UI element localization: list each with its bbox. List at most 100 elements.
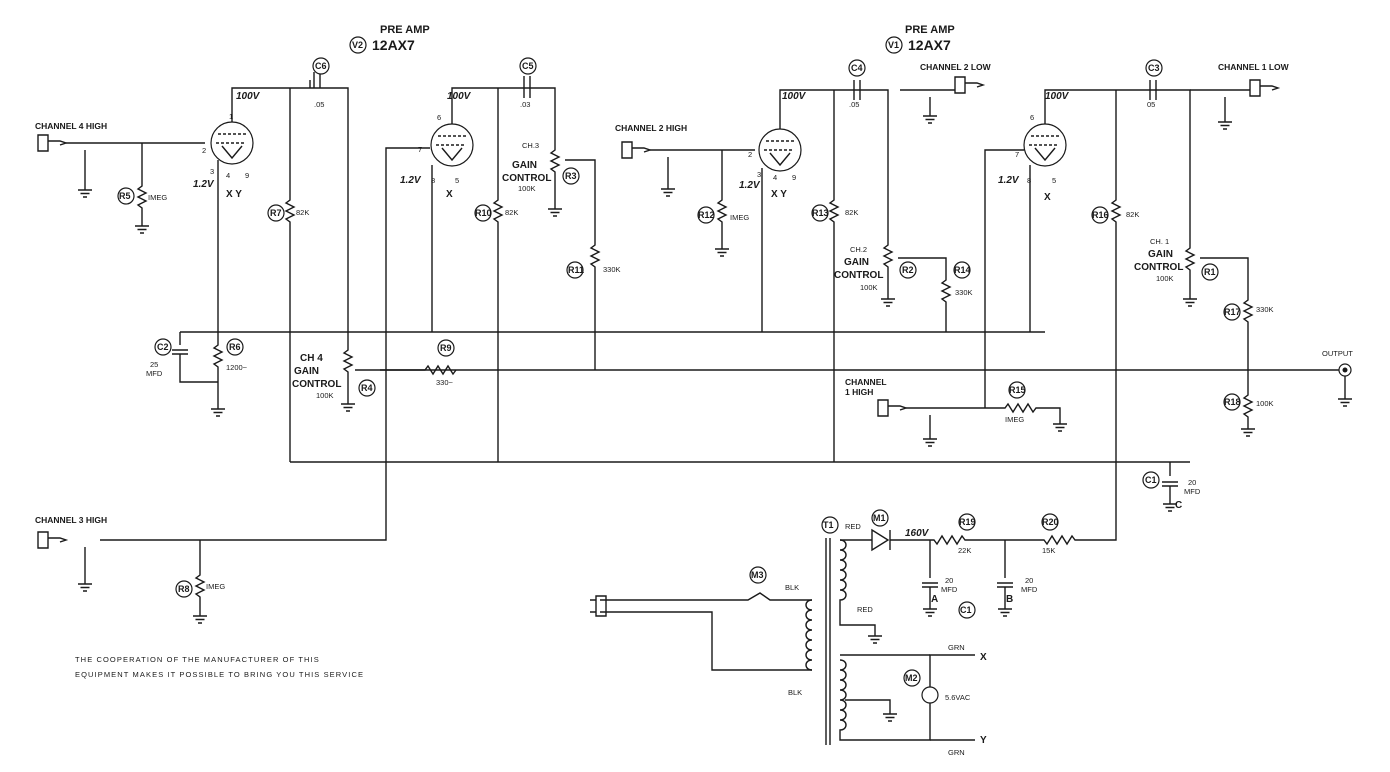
tube-left-type: 12AX7 (372, 37, 415, 53)
svg-text:IMEG: IMEG (206, 582, 225, 591)
ch4-high-label: CHANNEL 4 HIGH (35, 121, 107, 131)
svg-text:R8: R8 (178, 584, 190, 594)
v1-tube-a (758, 128, 802, 172)
svg-text:CONTROL: CONTROL (834, 270, 883, 281)
svg-text:BLK: BLK (785, 583, 799, 592)
r5-ref: R5 (119, 191, 131, 201)
svg-text:MFD: MFD (1021, 585, 1038, 594)
svg-text:R13: R13 (812, 208, 829, 218)
svg-text:GAIN: GAIN (512, 160, 537, 171)
svg-text:R16: R16 (1092, 210, 1109, 220)
svg-text:100V: 100V (1045, 91, 1070, 102)
svg-text:IMEG: IMEG (730, 213, 749, 222)
svg-text:CH.3: CH.3 (522, 141, 539, 150)
svg-text:X Y: X Y (771, 189, 787, 200)
ch1-high-jack (877, 399, 907, 417)
svg-text:1: 1 (229, 112, 233, 121)
svg-text:.05: .05 (314, 100, 324, 109)
svg-text:GRN: GRN (948, 643, 965, 652)
svg-text:C1: C1 (960, 605, 972, 615)
svg-text:GAIN: GAIN (294, 366, 319, 377)
svg-text:CH 4: CH 4 (300, 353, 323, 364)
svg-text:1.2V: 1.2V (193, 179, 215, 190)
svg-text:M1: M1 (873, 513, 886, 523)
svg-text:6: 6 (1030, 113, 1034, 122)
preamp-left-label: PRE AMP (380, 24, 430, 36)
svg-text:CHANNEL: CHANNEL (845, 377, 887, 387)
svg-text:330K: 330K (603, 265, 621, 274)
v2a-plate-voltage: 100V (236, 91, 261, 102)
svg-text:7: 7 (418, 145, 422, 154)
v2-tube-b (430, 123, 474, 167)
note-line-1: THE COOPERATION OF THE MANUFACTURER OF T… (75, 655, 320, 664)
svg-text:5: 5 (455, 176, 459, 185)
svg-text:5.6VAC: 5.6VAC (945, 693, 971, 702)
svg-text:MFD: MFD (941, 585, 958, 594)
svg-text:82K: 82K (1126, 210, 1139, 219)
v2a-heater-xy: X Y (226, 189, 242, 200)
svg-text:CH. 1: CH. 1 (1150, 237, 1169, 246)
svg-text:7: 7 (1015, 150, 1019, 159)
svg-text:8: 8 (431, 176, 435, 185)
svg-text:3: 3 (757, 170, 761, 179)
svg-text:R6: R6 (229, 342, 241, 352)
svg-text:1.2V: 1.2V (739, 180, 761, 191)
svg-text:100K: 100K (1256, 399, 1274, 408)
svg-text:4: 4 (773, 173, 777, 182)
svg-text:RED: RED (845, 522, 861, 531)
svg-text:A: A (931, 594, 938, 605)
v1-ref: V1 (888, 40, 899, 50)
svg-text:X: X (446, 189, 453, 200)
svg-text:C3: C3 (1148, 63, 1160, 73)
svg-text:100V: 100V (447, 91, 472, 102)
svg-text:BLK: BLK (788, 688, 802, 697)
v2-ref-circle (349, 36, 367, 54)
svg-text:IMEG: IMEG (1005, 415, 1024, 424)
pilot-lamp (921, 686, 939, 704)
svg-text:R2: R2 (902, 265, 914, 275)
c6-ref: C6 (315, 61, 327, 71)
svg-text:R17: R17 (1224, 307, 1241, 317)
svg-text:Y: Y (980, 735, 987, 746)
svg-text:4: 4 (226, 171, 230, 180)
svg-text:C: C (1175, 500, 1182, 511)
svg-text:R18: R18 (1224, 397, 1241, 407)
svg-text:R9: R9 (440, 343, 452, 353)
ch3-high-jack (37, 531, 67, 549)
svg-text:330K: 330K (955, 288, 973, 297)
svg-text:82K: 82K (296, 208, 309, 217)
v2-tube-a (210, 121, 254, 165)
svg-text:R4: R4 (361, 383, 373, 393)
svg-text:C1: C1 (1145, 475, 1157, 485)
svg-text:R14: R14 (954, 265, 971, 275)
svg-text:R1: R1 (1204, 267, 1216, 277)
svg-text:100K: 100K (1156, 274, 1174, 283)
svg-text:.03: .03 (520, 100, 530, 109)
svg-text:CONTROL: CONTROL (292, 379, 341, 390)
svg-text:X: X (1044, 192, 1051, 203)
ch4-high-jack (37, 134, 67, 152)
svg-text:R12: R12 (698, 210, 715, 220)
svg-text:R15: R15 (1009, 385, 1026, 395)
svg-text:B: B (1006, 594, 1013, 605)
svg-text:R3: R3 (565, 171, 577, 181)
svg-text:100K: 100K (518, 184, 536, 193)
ch1-low-label: CHANNEL 1 LOW (1218, 62, 1290, 72)
svg-text:8: 8 (1027, 176, 1031, 185)
svg-text:M3: M3 (751, 570, 764, 580)
svg-text:2: 2 (748, 150, 752, 159)
svg-text:82K: 82K (845, 208, 858, 217)
svg-text:6: 6 (437, 113, 441, 122)
ch2-low-jack (954, 76, 984, 94)
ch2-high-label: CHANNEL 2 HIGH (615, 123, 687, 133)
svg-text:20: 20 (1025, 576, 1033, 585)
v1-tube-b (1023, 123, 1067, 167)
svg-text:C5: C5 (522, 61, 534, 71)
svg-text:1200~: 1200~ (226, 363, 248, 372)
svg-text:R7: R7 (270, 208, 282, 218)
svg-text:22K: 22K (958, 546, 971, 555)
svg-text:1 HIGH: 1 HIGH (845, 387, 873, 397)
r5-value: IMEG (148, 193, 167, 202)
svg-text:20: 20 (945, 576, 953, 585)
